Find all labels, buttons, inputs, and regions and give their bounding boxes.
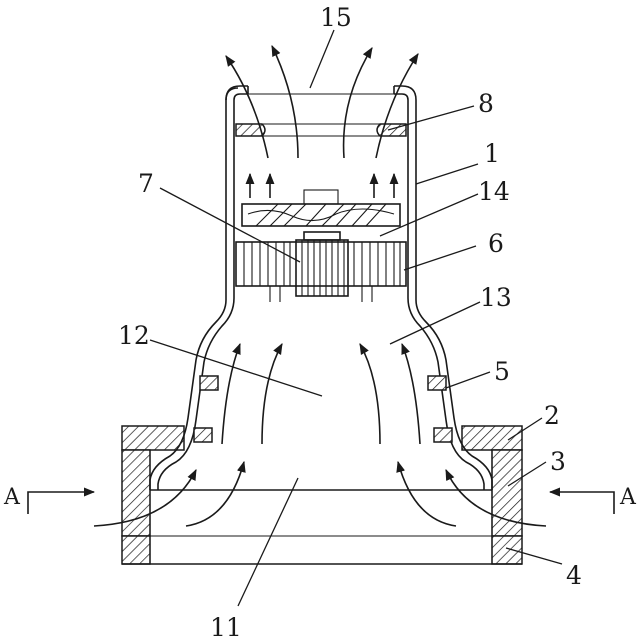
label-11: 11 bbox=[210, 613, 242, 642]
label-13: 13 bbox=[480, 283, 512, 312]
label-3: 3 bbox=[550, 447, 566, 476]
section-label-left: A bbox=[3, 485, 21, 510]
label-6: 6 bbox=[488, 229, 504, 258]
base-left-wall bbox=[121, 425, 185, 565]
label-2: 2 bbox=[544, 401, 560, 430]
label-1: 1 bbox=[484, 139, 500, 168]
section-marks: A A bbox=[3, 485, 637, 514]
support-ring-6 bbox=[235, 241, 407, 302]
leader-lines bbox=[149, 29, 563, 607]
base-right-wall bbox=[461, 425, 523, 565]
section-label-right: A bbox=[619, 485, 637, 510]
airflow-arrows bbox=[48, 44, 596, 527]
housing-shell bbox=[149, 85, 493, 490]
label-7: 7 bbox=[138, 169, 154, 198]
label-4: 4 bbox=[566, 561, 582, 590]
guide-blocks-5 bbox=[193, 375, 453, 443]
label-15: 15 bbox=[320, 3, 352, 32]
fan-blade-14 bbox=[241, 189, 401, 227]
label-14: 14 bbox=[478, 177, 510, 206]
motor-7 bbox=[295, 231, 349, 297]
label-8: 8 bbox=[478, 89, 494, 118]
label-12: 12 bbox=[118, 321, 150, 350]
label-5: 5 bbox=[494, 357, 510, 386]
reference-labels: 15 8 1 14 6 7 13 12 5 2 3 4 11 bbox=[118, 3, 582, 642]
